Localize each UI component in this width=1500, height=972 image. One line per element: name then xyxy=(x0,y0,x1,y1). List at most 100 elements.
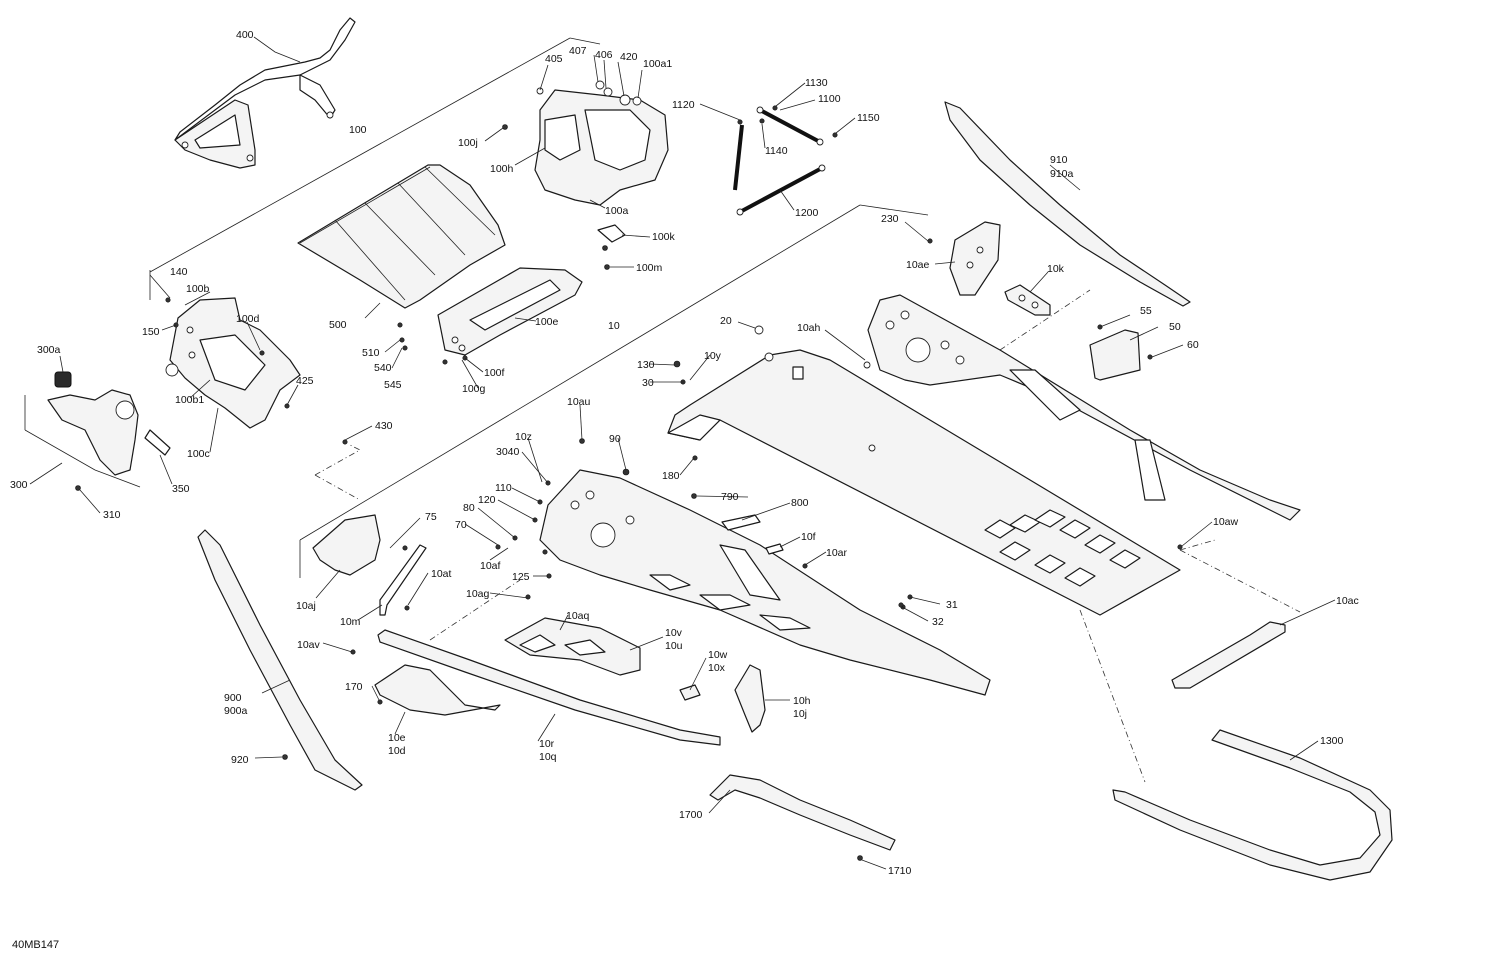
part-10y xyxy=(667,325,1181,616)
rod-1100 xyxy=(737,105,838,146)
label-10m: 10m xyxy=(340,616,361,628)
label-10u: 10u xyxy=(665,640,683,652)
label-150: 150 xyxy=(142,326,160,338)
label-400: 400 xyxy=(236,29,254,41)
label-500: 500 xyxy=(329,319,347,331)
part-10w xyxy=(679,684,701,701)
label-100j: 100j xyxy=(458,137,478,149)
label-100: 100 xyxy=(349,124,367,136)
part-10-frame xyxy=(867,294,1301,521)
label-100k: 100k xyxy=(652,231,676,243)
label-10f: 10f xyxy=(801,531,816,543)
part-800 xyxy=(721,514,761,531)
label-3040: 3040 xyxy=(496,446,520,458)
part-labels: 400 407 406 420 100a1 405 1130 1120 1100… xyxy=(10,29,1359,951)
label-900a: 900a xyxy=(224,705,248,717)
label-100a: 100a xyxy=(605,205,629,217)
label-20: 20 xyxy=(720,315,732,327)
part-1300 xyxy=(1112,729,1393,881)
part-10k xyxy=(1004,284,1051,316)
label-10ae: 10ae xyxy=(906,259,930,271)
label-10k: 10k xyxy=(1047,263,1065,275)
label-130: 130 xyxy=(637,359,655,371)
part-100e xyxy=(437,267,583,356)
label-1120: 1120 xyxy=(672,99,695,111)
label-10h: 10h xyxy=(793,695,811,707)
part-50 xyxy=(1089,324,1153,381)
label-70: 70 xyxy=(455,519,467,531)
label-900: 900 xyxy=(224,692,242,704)
label-10aw: 10aw xyxy=(1213,516,1239,528)
label-1710: 1710 xyxy=(888,865,912,877)
part-900 xyxy=(197,529,363,791)
label-170: 170 xyxy=(345,681,363,693)
label-10z: 10z xyxy=(515,431,532,443)
label-100m: 100m xyxy=(636,262,663,274)
label-1700: 1700 xyxy=(679,809,703,821)
label-100g: 100g xyxy=(462,383,486,395)
label-1130: 1130 xyxy=(805,77,828,89)
label-350: 350 xyxy=(172,483,190,495)
label-10w: 10w xyxy=(708,649,728,661)
label-510: 510 xyxy=(362,347,380,359)
label-180: 180 xyxy=(662,470,680,482)
label-10ac: 10ac xyxy=(1336,595,1359,607)
part-10e xyxy=(374,664,501,716)
label-1100: 1100 xyxy=(818,93,841,105)
label-10au: 10au xyxy=(567,396,591,408)
label-1200: 1200 xyxy=(795,207,819,219)
label-10x: 10x xyxy=(708,662,726,674)
label-10at: 10at xyxy=(431,568,452,580)
part-1700 xyxy=(709,774,896,861)
label-31: 31 xyxy=(946,599,958,611)
label-910: 910 xyxy=(1050,154,1068,166)
label-90: 90 xyxy=(609,433,621,445)
label-910a: 910a xyxy=(1050,168,1074,180)
label-1140: 1140 xyxy=(765,145,788,157)
label-30: 30 xyxy=(642,377,654,389)
label-10av: 10av xyxy=(297,639,321,651)
part-910 xyxy=(944,101,1191,307)
label-80: 80 xyxy=(463,502,475,514)
fasteners xyxy=(342,224,913,655)
label-100a1: 100a1 xyxy=(643,58,672,70)
part-10r xyxy=(377,629,721,746)
label-10: 10 xyxy=(608,320,620,332)
assembly-boundary-lines xyxy=(24,37,1301,783)
label-790: 790 xyxy=(721,491,739,503)
label-10e: 10e xyxy=(388,732,406,744)
label-430: 430 xyxy=(375,420,393,432)
label-10v: 10v xyxy=(665,627,683,639)
label-60: 60 xyxy=(1187,339,1199,351)
label-300a: 300a xyxy=(37,344,61,356)
label-120: 120 xyxy=(478,494,496,506)
rod-1200 xyxy=(733,124,826,216)
label-420: 420 xyxy=(620,51,638,63)
label-920: 920 xyxy=(231,754,249,766)
part-10ac xyxy=(1171,621,1286,689)
part-10f xyxy=(765,543,784,555)
label-10aq: 10aq xyxy=(566,610,590,622)
label-100h: 100h xyxy=(490,163,514,175)
label-230: 230 xyxy=(881,213,899,225)
label-800: 800 xyxy=(791,497,809,509)
label-100b: 100b xyxy=(186,283,210,295)
label-10y: 10y xyxy=(704,350,722,362)
part-10h xyxy=(734,664,766,733)
label-407: 407 xyxy=(569,45,587,57)
label-10ah: 10ah xyxy=(797,322,821,334)
label-310: 310 xyxy=(103,509,121,521)
label-10ag: 10ag xyxy=(466,588,490,600)
label-10ar: 10ar xyxy=(826,547,848,559)
label-540: 540 xyxy=(374,362,392,374)
label-10q: 10q xyxy=(539,751,557,763)
label-140: 140 xyxy=(170,266,188,278)
diagram-reference-code: 40MB147 xyxy=(12,939,59,951)
label-425: 425 xyxy=(296,375,314,387)
label-100b1: 100b1 xyxy=(175,394,204,406)
label-300: 300 xyxy=(10,479,28,491)
label-32: 32 xyxy=(932,616,944,628)
label-100c: 100c xyxy=(187,448,210,460)
